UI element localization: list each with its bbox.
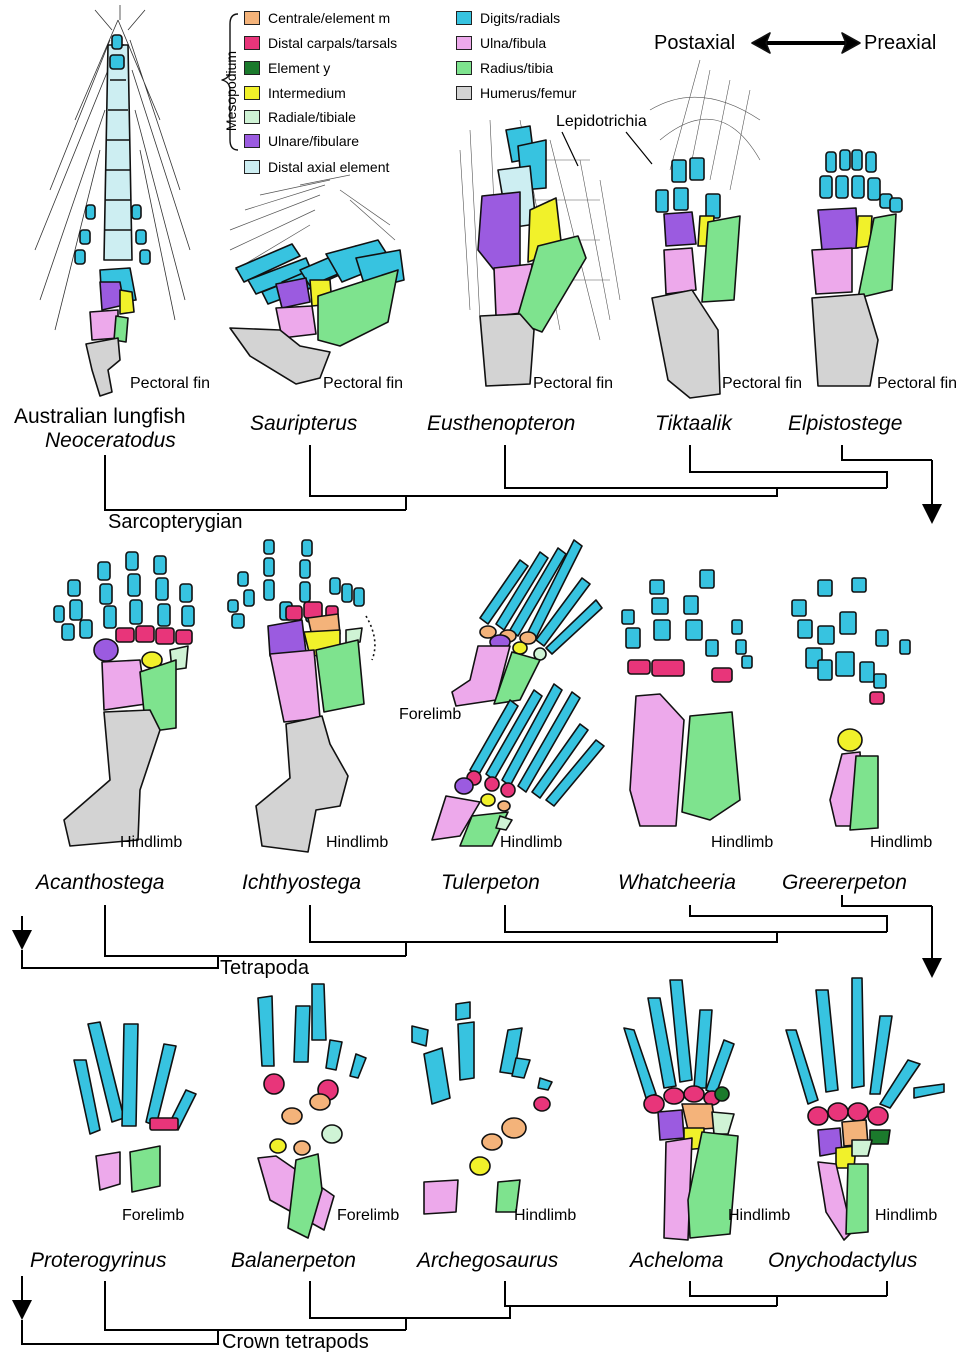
swatch [244,86,260,100]
taxon-name: Proterogyrinus [30,1250,167,1271]
tulerpeton-forelimb [452,540,602,706]
taxon-name: Balanerpeton [231,1250,356,1271]
tiktaalik-fin [650,60,760,398]
part-label: Hindlimb [500,835,562,851]
elpistostege-fin [812,150,902,386]
swatch [456,86,472,100]
part-label: Hindlimb [514,1208,576,1224]
tree-row1 [105,445,932,510]
legend-item-distal-axial: Distal axial element [244,160,389,174]
legend-item-digits: Digits/radials [456,11,560,25]
taxon-name: Acheloma [630,1250,723,1271]
legend-item-distal-carpals: Distal carpals/tarsals [244,36,397,50]
swatch [244,160,260,174]
legend-item-ulnare: Ulnare/fibulare [244,134,359,148]
legend-item-element-y: Element y [244,61,330,75]
postaxial-label: Postaxial [654,33,735,53]
clade-label: Sarcopterygian [108,512,243,532]
part-label: Hindlimb [728,1208,790,1224]
taxon-name: Neoceratodus [45,430,176,451]
part-label: Pectoral fin [533,376,613,392]
legend-item-ulna: Ulna/fibula [456,36,546,50]
tree-row3 [22,1281,887,1344]
acheloma-hindlimb [624,980,738,1240]
neoceratodus-fin [35,5,190,396]
onychodactylus-hindlimb [786,978,944,1240]
legend-item-radius: Radius/tibia [456,61,553,75]
lepidotrichia-label: Lepidotrichia [556,114,647,130]
lepidotrichia-leader-1 [562,132,578,166]
part-label: Hindlimb [711,835,773,851]
taxon-name-common: Australian lungfish [14,406,186,427]
swatch [456,36,472,50]
lepidotrichia-leader-2 [626,132,652,164]
swatch [244,61,260,75]
preaxial-label: Preaxial [864,33,936,53]
tree-row2 [22,895,932,968]
swatch [244,11,260,25]
whatcheeria-hindlimb [622,570,752,826]
part-label: Forelimb [337,1208,399,1224]
taxon-name: Sauripterus [250,413,357,434]
taxon-name: Whatcheeria [618,872,736,893]
legend-item-centrale: Centrale/element m [244,11,390,25]
swatch [244,36,260,50]
eusthenopteron-fin [460,120,620,386]
mesopodium-label: Mesopodium [224,36,238,146]
part-label: Forelimb [122,1208,184,1224]
taxon-name: Eusthenopteron [427,413,575,434]
taxon-name: Greererpeton [782,872,907,893]
legend-item-intermedium: Intermedium [244,86,346,100]
clade-label: Tetrapoda [220,958,309,978]
part-label: Pectoral fin [877,376,957,392]
axis-double-arrow [752,33,860,53]
part-label: Pectoral fin [130,376,210,392]
acanthostega-hindlimb [54,552,194,846]
taxon-name: Acanthostega [36,872,164,893]
part-label: Hindlimb [120,835,182,851]
balanerpeton-forelimb [258,984,366,1238]
swatch [244,110,260,124]
taxon-name: Archegosaurus [417,1250,558,1271]
clade-label: Crown tetrapods [222,1332,369,1352]
greererpeton-hindlimb [792,578,910,830]
part-label: Hindlimb [870,835,932,851]
part-label: Pectoral fin [323,376,403,392]
swatch [244,134,260,148]
swatch [456,61,472,75]
archegosaurus-hindlimb [412,1002,552,1214]
taxon-name: Elpistostege [788,413,902,434]
sauripterus-fin [230,175,404,384]
taxon-name: Tiktaalik [655,413,732,434]
part-label: Hindlimb [875,1208,937,1224]
taxon-name: Onychodactylus [768,1250,917,1271]
legend-item-radiale: Radiale/tibiale [244,110,356,124]
taxon-name: Ichthyostega [242,872,361,893]
swatch [456,11,472,25]
part-label: Pectoral fin [722,376,802,392]
taxon-name: Tulerpeton [441,872,540,893]
proterogyrinus-forelimb [74,1022,196,1192]
part-label: Hindlimb [326,835,388,851]
ichthyostega-hindlimb [228,540,375,852]
legend-item-humerus: Humerus/femur [456,86,576,100]
part-label: Forelimb [399,707,461,723]
